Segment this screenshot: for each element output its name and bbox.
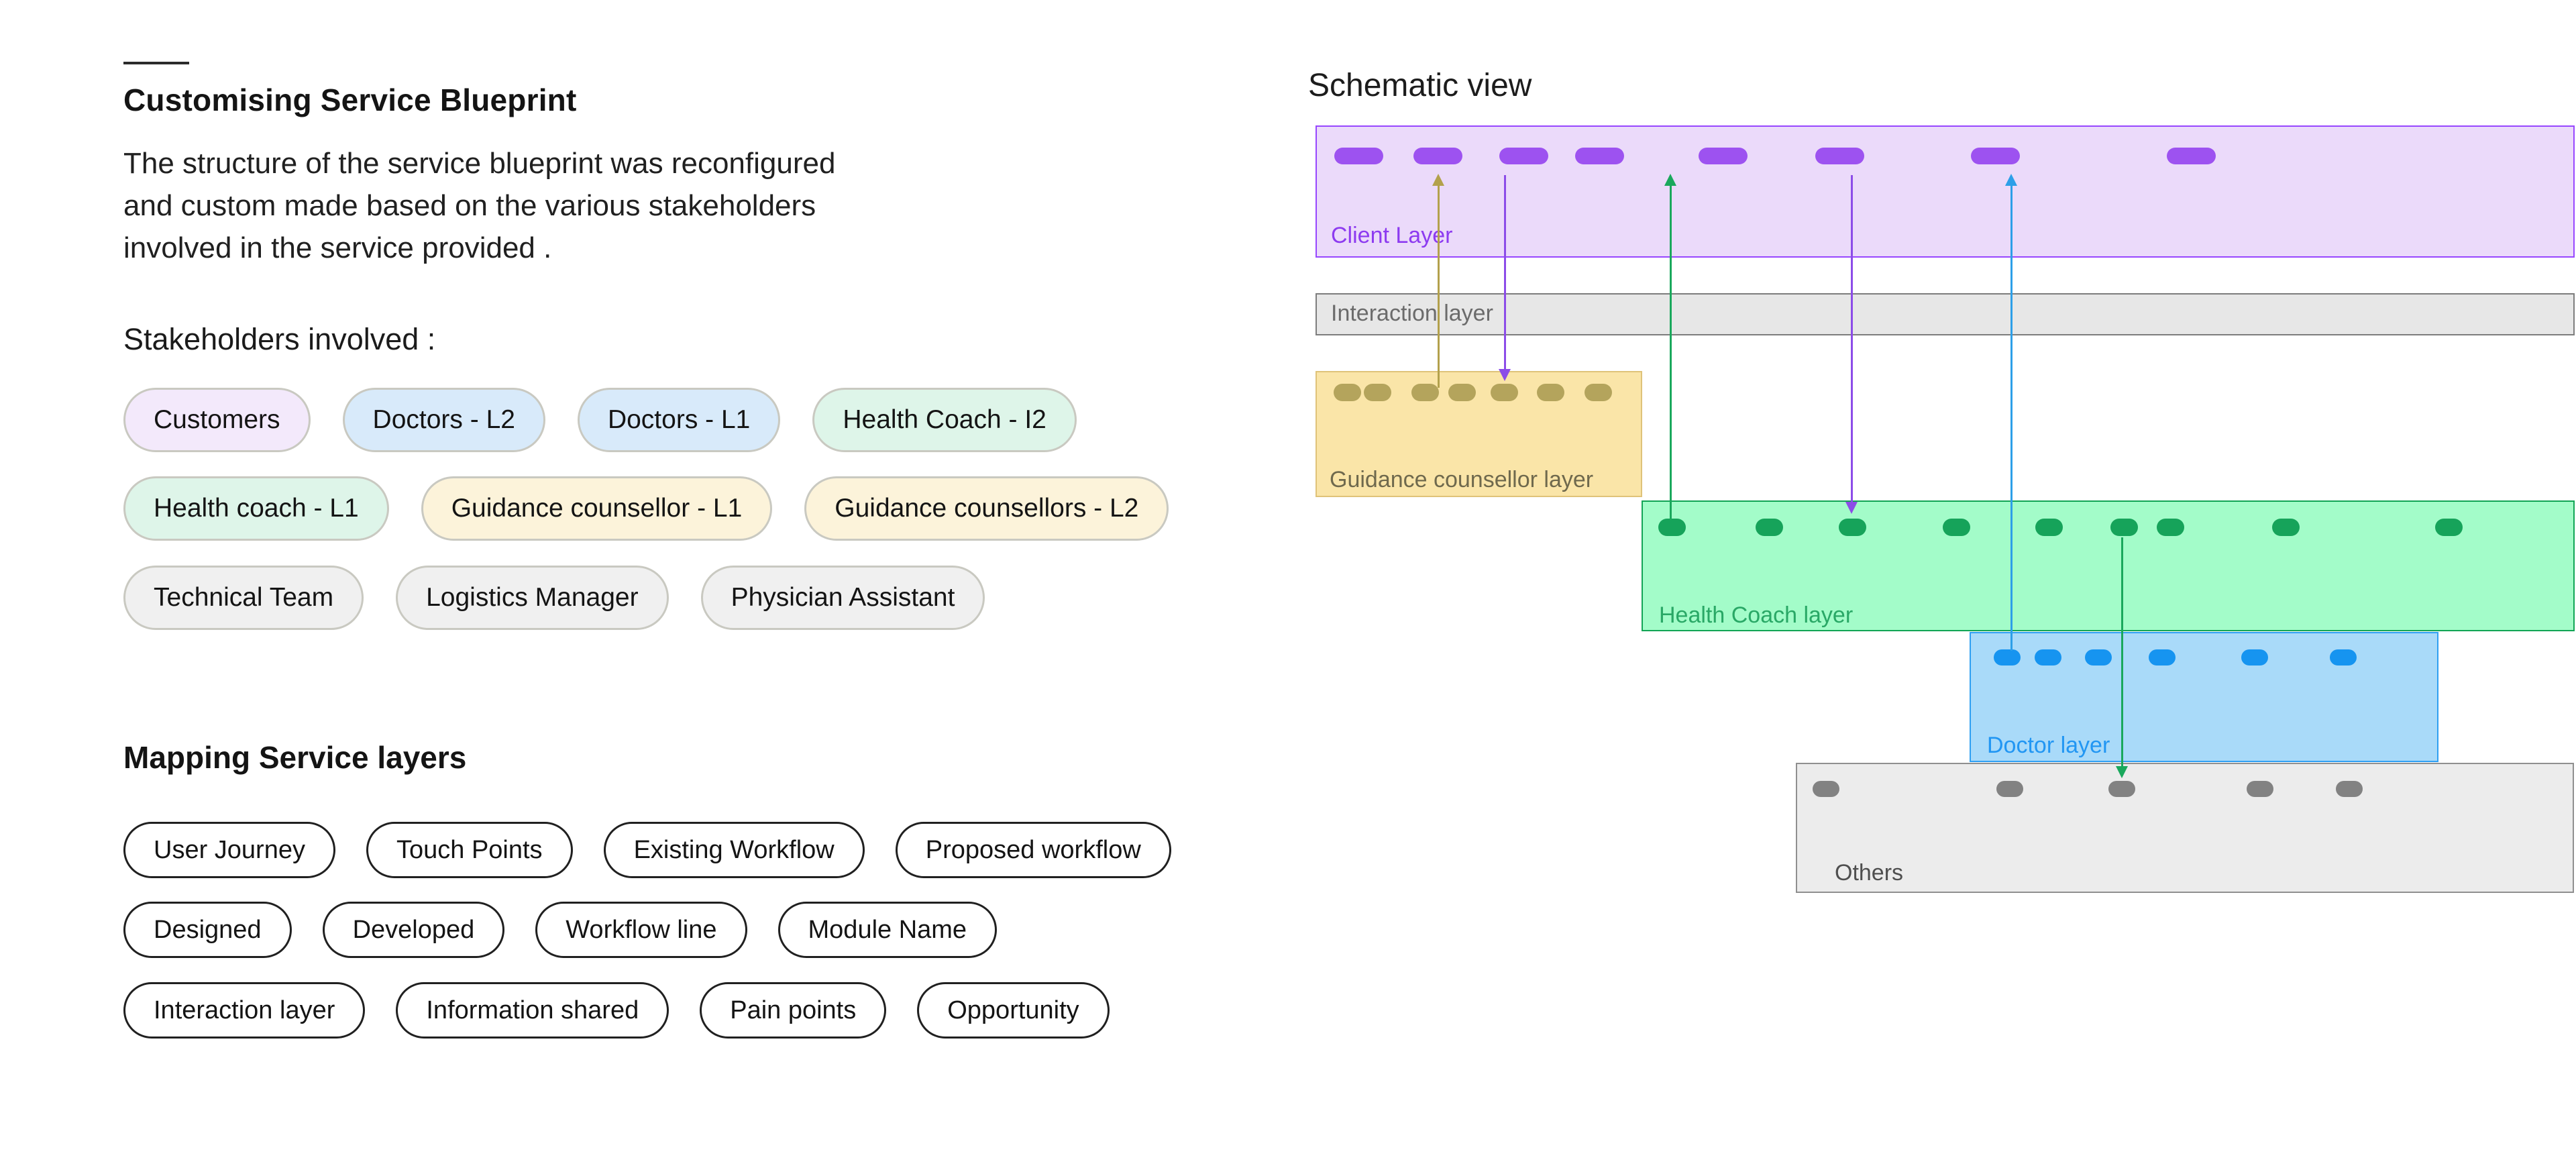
doctor-layer-pill-icon	[1994, 649, 2021, 666]
client-layer-box	[1316, 125, 2575, 258]
health-coach-layer-pill-icon	[2157, 519, 2184, 536]
connector-line	[1504, 175, 1506, 370]
stakeholder-pill: Customers	[123, 388, 311, 452]
guidance-counsellor-layer-pill-icon	[1334, 384, 1361, 401]
mapping-pill: Existing Workflow	[603, 822, 865, 878]
health-coach-layer-label: Health Coach layer	[1659, 602, 1854, 628]
connector-arrow-up-icon	[2005, 174, 2017, 186]
health-coach-layer-pill-icon	[2110, 519, 2138, 536]
client-layer-pill-icon	[2167, 148, 2216, 164]
intro-paragraph: The structure of the service blueprint w…	[123, 142, 835, 269]
mapping-pill: Proposed workflow	[895, 822, 1171, 878]
stakeholder-pill-row: Health coach - L1 Guidance counsellor - L…	[123, 476, 1169, 541]
stakeholder-pill: Doctors - L2	[342, 388, 545, 452]
stakeholder-pill: Guidance counsellors - L2	[804, 476, 1169, 541]
mapping-pill: User Journey	[123, 822, 335, 878]
others-layer-label: Others	[1835, 860, 1904, 886]
health-coach-layer-pill-icon	[1756, 519, 1783, 536]
stakeholder-pill-row: Customers Doctors - L2 Doctors - L1 Health …	[123, 388, 1077, 452]
mapping-pill: Pain points	[700, 982, 887, 1039]
guidance-counsellor-layer-pill-icon	[1448, 384, 1476, 401]
page-title: Customising Service Blueprint	[123, 83, 577, 117]
stakeholder-pill-row: Technical Team Logistics Manager Physician…	[123, 566, 985, 630]
stakeholders-heading: Stakeholders involved :	[123, 322, 436, 356]
mapping-heading: Mapping Service layers	[123, 740, 467, 775]
connector-line	[1851, 175, 1853, 503]
guidance-counsellor-layer-label: Guidance counsellor layer	[1330, 467, 1594, 492]
mapping-pill: Interaction layer	[123, 982, 366, 1039]
others-layer-pill-icon	[1996, 781, 2023, 797]
mapping-pill: Information shared	[396, 982, 669, 1039]
mapping-pill: Workflow line	[535, 902, 747, 958]
doctor-layer-label: Doctor layer	[1987, 733, 2110, 758]
guidance-counsellor-layer-pill-icon	[1491, 384, 1518, 401]
others-layer-pill-icon	[1813, 781, 1839, 797]
intro-line-1: The structure of the service blueprint w…	[123, 147, 836, 180]
others-layer-pill-icon	[2247, 781, 2273, 797]
stakeholder-pill: Health Coach - I2	[812, 388, 1077, 452]
connector-arrow-down-icon	[1499, 369, 1511, 381]
mapping-pill-row: User Journey Touch Points Existing Workflo…	[123, 822, 1171, 878]
connector-line	[1438, 184, 1440, 388]
guidance-counsellor-layer-pill-icon	[1585, 384, 1612, 401]
connector-line	[2121, 537, 2123, 767]
doctor-layer-pill-icon	[2330, 649, 2357, 666]
health-coach-layer-pill-icon	[1839, 519, 1866, 536]
stakeholder-pill: Health coach - L1	[123, 476, 389, 541]
mapping-pill: Touch Points	[366, 822, 573, 878]
client-layer-pill-icon	[1334, 148, 1383, 164]
intro-line-3: involved in the service provided .	[123, 231, 552, 264]
client-layer-pill-icon	[1971, 148, 2020, 164]
connector-arrow-down-icon	[2116, 766, 2128, 778]
interaction-layer-label: Interaction layer	[1331, 301, 1493, 326]
guidance-counsellor-layer-pill-icon	[1411, 384, 1439, 401]
stakeholder-pill: Logistics Manager	[396, 566, 669, 630]
stakeholder-pill: Physician Assistant	[700, 566, 985, 630]
client-layer-pill-icon	[1815, 148, 1864, 164]
connector-line	[2010, 184, 2012, 651]
client-layer-label: Client Layer	[1331, 223, 1453, 248]
health-coach-layer-pill-icon	[1943, 519, 1970, 536]
others-layer-pill-icon	[2108, 781, 2135, 797]
guidance-counsellor-layer-pill-icon	[1364, 384, 1391, 401]
mapping-pill: Designed	[123, 902, 292, 958]
others-layer-pill-icon	[2336, 781, 2363, 797]
client-layer-pill-icon	[1413, 148, 1462, 164]
connector-arrow-up-icon	[1432, 174, 1444, 186]
guidance-counsellor-layer-pill-icon	[1537, 384, 1564, 401]
doctor-layer-pill-icon	[2241, 649, 2268, 666]
doctor-layer-pill-icon	[2149, 649, 2176, 666]
others-layer-box	[1796, 763, 2574, 893]
intro-line-2: and custom made based on the various sta…	[123, 189, 816, 222]
stakeholder-pill: Technical Team	[123, 566, 364, 630]
mapping-pill: Module Name	[777, 902, 998, 958]
health-coach-layer-pill-icon	[2035, 519, 2063, 536]
client-layer-pill-icon	[1575, 148, 1624, 164]
mapping-pill: Opportunity	[917, 982, 1110, 1039]
doctor-layer-pill-icon	[2035, 649, 2061, 666]
interaction-layer-box	[1316, 293, 2575, 335]
mapping-pill-row: Designed Developed Workflow line Module Nam…	[123, 902, 998, 958]
doctor-layer-pill-icon	[2085, 649, 2112, 666]
connector-arrow-up-icon	[1664, 174, 1676, 186]
stakeholder-pill: Doctors - L1	[577, 388, 781, 452]
accent-dash	[123, 62, 189, 64]
schematic-title: Schematic view	[1308, 68, 1532, 103]
client-layer-pill-icon	[1499, 148, 1548, 164]
mapping-pill-row: Interaction layer Information shared Pain …	[123, 982, 1110, 1039]
health-coach-layer-box	[1642, 500, 2575, 631]
connector-arrow-down-icon	[1845, 502, 1858, 514]
mapping-pill: Developed	[322, 902, 505, 958]
health-coach-layer-pill-icon	[2435, 519, 2463, 536]
connector-line	[1670, 184, 1672, 520]
health-coach-layer-pill-icon	[2272, 519, 2300, 536]
client-layer-pill-icon	[1699, 148, 1748, 164]
health-coach-layer-pill-icon	[1658, 519, 1686, 536]
stakeholder-pill: Guidance counsellor - L1	[421, 476, 773, 541]
